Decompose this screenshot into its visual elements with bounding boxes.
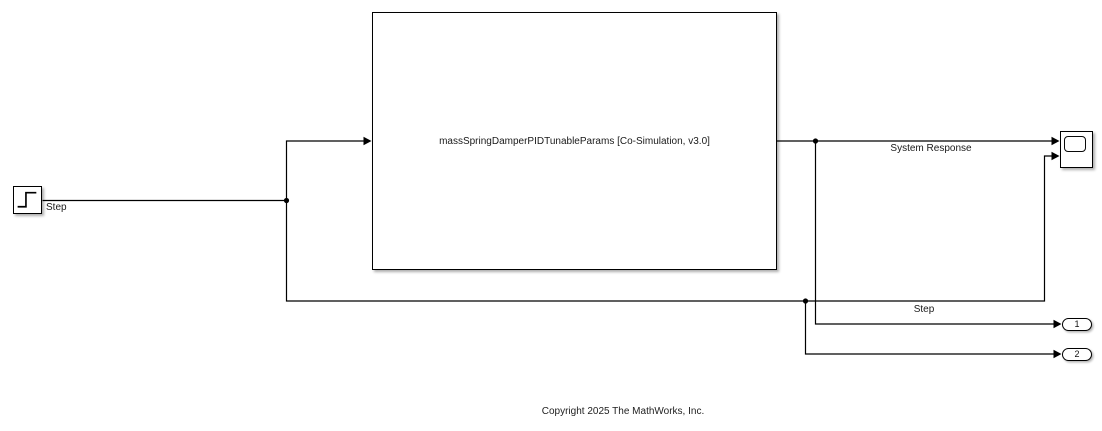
outport-2-label: 2: [1074, 348, 1080, 359]
subsystem-block[interactable]: massSpringDamperPIDTunableParams [Co-Sim…: [372, 12, 777, 270]
arrowhead-scope-input1: [1051, 136, 1060, 146]
outport-2[interactable]: 2: [1062, 347, 1092, 361]
outport-1-label: 1: [1074, 318, 1080, 329]
scope-screen-icon: [1064, 136, 1086, 152]
junction-step-branch: [283, 197, 290, 204]
arrowhead-subsystem-input: [363, 136, 372, 146]
step-signal-icon: [17, 191, 37, 208]
scope-block[interactable]: [1060, 131, 1093, 168]
arrowhead-outport1: [1053, 319, 1062, 329]
wire-step-to-outport2[interactable]: [804, 301, 1054, 355]
step-block[interactable]: [13, 186, 42, 214]
arrowhead-scope-input2: [1051, 151, 1060, 161]
signal-label-step: Step: [913, 303, 935, 315]
outport-1[interactable]: 1: [1062, 317, 1092, 331]
step-block-label: Step: [46, 202, 67, 213]
arrowhead-outport2: [1053, 349, 1062, 359]
junction-response-branch: [812, 138, 819, 144]
wire-response-to-outport1[interactable]: [814, 141, 1054, 325]
subsystem-block-label: massSpringDamperPIDTunableParams [Co-Sim…: [439, 135, 710, 147]
junction-step-outport-branch: [802, 298, 809, 304]
signal-label-system-response: System Response: [890, 142, 972, 154]
wire-step-to-subsystem[interactable]: [285, 140, 364, 201]
wire-step-feedthrough[interactable]: [285, 155, 1052, 302]
copyright-annotation: Copyright 2025 The MathWorks, Inc.: [541, 405, 705, 417]
